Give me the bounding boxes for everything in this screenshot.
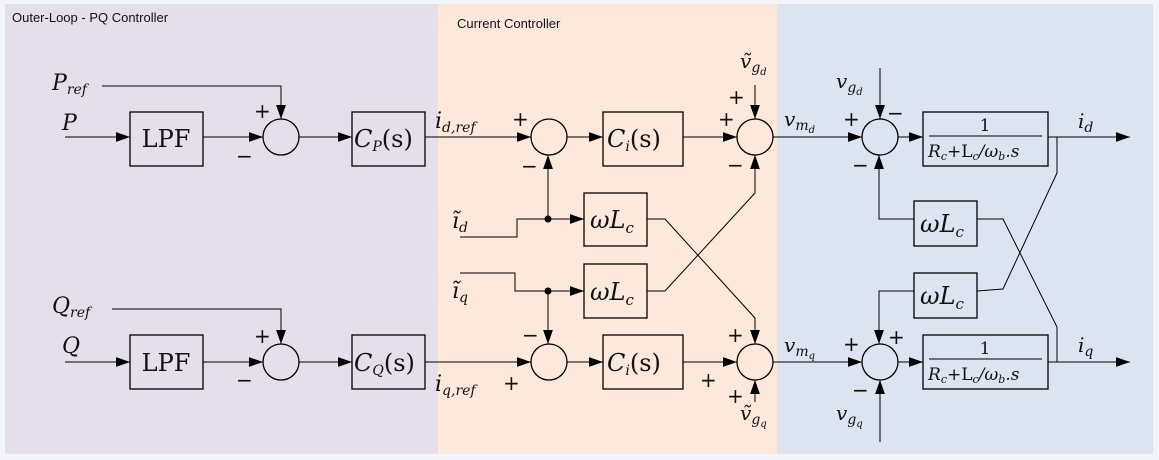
plant-d-denominator: Rc+Lc/ωb.s bbox=[927, 142, 1020, 163]
sign-sum-iq-left: + bbox=[503, 371, 520, 395]
label-id-measured: ĩd bbox=[452, 209, 468, 236]
plant-d-block bbox=[922, 111, 1049, 167]
wlc-id-block bbox=[583, 192, 648, 247]
junction-dot-id bbox=[544, 215, 552, 223]
sign-sum-vq-left: + bbox=[700, 368, 717, 392]
sign-sum-iq-top: − bbox=[522, 323, 539, 347]
plant-q-denominator: Rc+Lc/ωb.s bbox=[927, 365, 1020, 386]
label-vmq: vmq bbox=[784, 333, 815, 362]
wire-pref-to-sum-p bbox=[102, 85, 286, 119]
label-p-ref: Pref bbox=[51, 71, 90, 98]
sum-q bbox=[262, 343, 300, 381]
wire-wlc-id-to-sum-vq bbox=[647, 218, 760, 344]
sum-plant-q bbox=[861, 343, 899, 381]
wire-id-meas bbox=[460, 214, 584, 238]
label-iq-out: iq bbox=[1078, 333, 1093, 360]
ci-q-block bbox=[602, 334, 684, 390]
wlc-plant-lower-label: ωLc bbox=[920, 282, 965, 313]
sign-sum-id-left: + bbox=[512, 107, 529, 131]
sign-sum-q-left: − bbox=[236, 368, 253, 392]
sign-sum-vq-top: + bbox=[727, 323, 744, 347]
label-iq-measured: ĩq bbox=[452, 279, 468, 306]
label-vmd: vmd bbox=[784, 107, 815, 136]
cq-label: CQ(s) bbox=[354, 349, 415, 379]
sign-sum-vd-bottom: − bbox=[727, 153, 744, 177]
label-id-ref: id,ref bbox=[435, 109, 478, 136]
wire-wlc-iq-to-sum-vd bbox=[647, 155, 760, 292]
label-q-ref: Qref bbox=[52, 294, 93, 321]
label-vgq-tilde: ṽgq bbox=[740, 401, 767, 430]
wlc-plant-lower-block bbox=[913, 272, 978, 319]
wire-iq-meas bbox=[460, 272, 584, 296]
wlc-plant-upper-label: ωLc bbox=[920, 210, 965, 241]
sign-sum-plant-d-left: + bbox=[843, 107, 860, 131]
sum-iq bbox=[530, 343, 568, 381]
wire-wlc-plant-lower-to-sum-q bbox=[874, 290, 914, 344]
label-vgd: vgd bbox=[836, 69, 863, 98]
lpf-p-block bbox=[129, 111, 204, 167]
wire-wlc-plant-upper-to-sum-d bbox=[874, 155, 914, 220]
outer-loop-title: Outer-Loop - PQ Controller bbox=[12, 10, 169, 25]
lpf-q-label: LPF bbox=[142, 349, 191, 377]
ci-q-label: Ci(s) bbox=[607, 349, 661, 379]
label-vgd-tilde: ṽgd bbox=[740, 49, 767, 78]
sum-plant-d bbox=[861, 118, 899, 156]
sign-sum-vd-top: + bbox=[728, 85, 745, 109]
label-vgq: vgq bbox=[836, 401, 863, 430]
sign-sum-plant-q-bottom: − bbox=[852, 378, 869, 402]
label-q: Q bbox=[62, 334, 80, 359]
label-id-out: id bbox=[1078, 109, 1093, 136]
plant-d-numerator: 1 bbox=[980, 116, 991, 136]
plant-panel bbox=[777, 4, 1153, 454]
sum-vd bbox=[736, 118, 774, 156]
sign-sum-plant-d-bottom: − bbox=[852, 153, 869, 177]
cp-label: CP(s) bbox=[354, 125, 413, 155]
outer-loop-panel: Outer-Loop - PQ Controller bbox=[5, 4, 438, 454]
sign-sum-id-bottom: − bbox=[521, 154, 538, 178]
lpf-q-block bbox=[129, 334, 204, 390]
sign-sum-plant-q-top: + bbox=[888, 325, 905, 349]
sign-sum-plant-d-top: − bbox=[887, 101, 904, 125]
ci-d-label: Ci(s) bbox=[607, 125, 661, 155]
wlc-plant-upper-block bbox=[913, 200, 978, 247]
sign-sum-p-top: + bbox=[254, 99, 271, 123]
wire-qref-to-sum-q bbox=[112, 308, 286, 344]
current-controller-title: Current Controller bbox=[457, 16, 561, 31]
plant-q-block bbox=[922, 334, 1049, 390]
ci-d-block bbox=[602, 111, 684, 167]
wlc-iq-label: ωLc bbox=[590, 278, 635, 309]
wlc-iq-block bbox=[583, 263, 648, 319]
cq-block bbox=[351, 334, 426, 390]
sum-p bbox=[262, 118, 300, 156]
sum-vq bbox=[736, 343, 774, 381]
junction-dot-iq bbox=[544, 287, 552, 295]
sum-id bbox=[530, 118, 568, 156]
label-iq-ref: iq,ref bbox=[435, 372, 478, 399]
sign-sum-q-top: + bbox=[254, 324, 271, 348]
label-p: P bbox=[61, 111, 78, 136]
sign-sum-plant-q-left: + bbox=[843, 332, 860, 356]
wire-id-tap bbox=[976, 137, 1058, 292]
cp-block bbox=[351, 111, 426, 167]
wlc-id-label: ωLc bbox=[590, 206, 635, 237]
current-controller-panel: Current Controller bbox=[438, 4, 777, 454]
sign-sum-vq-bottom: + bbox=[727, 384, 744, 408]
plant-q-numerator: 1 bbox=[980, 339, 991, 359]
lpf-p-label: LPF bbox=[142, 125, 191, 153]
sign-sum-vd-left: + bbox=[718, 107, 735, 131]
sign-sum-p-left: − bbox=[236, 144, 253, 168]
wire-iq-tap bbox=[977, 218, 1058, 362]
